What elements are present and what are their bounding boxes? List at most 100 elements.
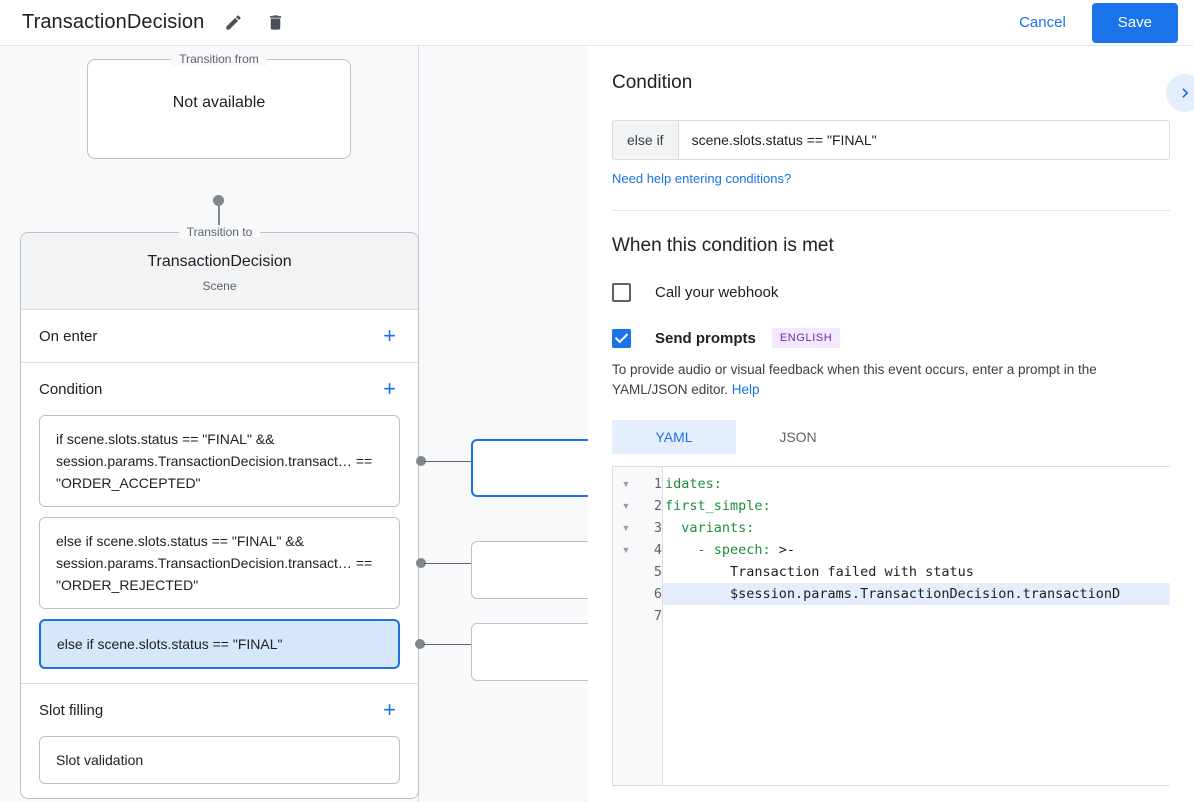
yaml-value-token: >- [770,542,796,558]
condition-connector-dot [416,558,426,568]
editor-line-number: 4 [653,542,662,558]
fold-spacer [613,583,639,605]
tab-yaml[interactable]: YAML [612,420,736,454]
condition-detail-panel: Condition else if Need help entering con… [588,46,1194,802]
target-node-box[interactable] [471,541,588,599]
transition-from-node[interactable]: Transition from Not available [87,52,351,159]
when-condition-met-heading: When this condition is met [612,235,834,256]
condition-chip[interactable]: else if scene.slots.status == "FINAL" &&… [39,517,487,609]
section-on-enter-label: On enter [39,327,98,345]
condition-chip-label: else if scene.slots.status == "FINAL" [57,636,283,652]
connector-dot [213,195,224,206]
section-slot-filling-head: Slot filling + [39,684,400,736]
condition-list: if scene.slots.status == "FINAL" && sess… [39,415,487,669]
yaml-value-token: $session.params.TransactionDecision.tran… [665,586,1121,602]
prompts-description-text: To provide audio or visual feedback when… [612,362,1097,397]
add-on-enter-button[interactable]: + [379,323,400,349]
target-node-box[interactable] [471,623,588,681]
condition-chip[interactable]: else if scene.slots.status == "FINAL" [39,619,486,669]
help-link[interactable]: Help [731,382,760,397]
send-prompts-row: Send prompts ENGLISH [612,328,1170,348]
transition-from-value: Not available [172,94,266,111]
language-badge: ENGLISH [771,328,841,348]
fold-toggle-icon[interactable]: ▼ [621,479,631,489]
editor-code-line[interactable]: idates: [663,473,1170,495]
scene-header[interactable]: TransactionDecision Scene [21,233,418,310]
page-title: TransactionDecision [22,11,205,33]
target-node-box[interactable] [471,439,588,497]
editor-line-number: 2 [653,498,662,514]
yaml-key-token: idates: [665,476,722,492]
editor-line-number: 1 [653,476,662,492]
code-editor[interactable]: ▼ ▼ ▼ ▼ 1 2 3 4 5 6 7 idates: first_simple: varian… [612,466,1170,786]
save-button[interactable]: Save [1091,2,1178,43]
transition-from-legend: Transition from [171,52,267,66]
slot-filling-chip-label: Slot validation [56,752,144,768]
yaml-value-token: Transaction failed with status [665,564,974,580]
call-webhook-label: Call your webhook [655,284,779,301]
condition-prefix-label: else if [613,121,679,159]
editor-line-numbers: 1 2 3 4 5 6 7 [639,467,663,785]
tab-json[interactable]: JSON [736,420,860,454]
prompts-description: To provide audio or visual feedback when… [612,360,1170,400]
scene-type: Scene [202,279,237,293]
fold-toggle-icon[interactable]: ▼ [621,523,631,533]
slot-filling-chip[interactable]: Slot validation [39,736,400,784]
editor-code-line[interactable] [663,605,1170,627]
flow-panel: Transition from Not available Transition… [0,46,588,802]
yaml-key-token: first_simple: [665,498,771,514]
pencil-icon[interactable] [220,10,246,36]
condition-chip-label: else if scene.slots.status == "FINAL" &&… [56,533,373,593]
editor-line-number: 6 [653,586,662,602]
editor-line-number: 3 [653,520,662,536]
condition-chip-label: if scene.slots.status == "FINAL" && sess… [56,431,373,491]
fold-toggle-icon[interactable]: ▼ [621,545,631,555]
when-condition-met-section: When this condition is met Call your web… [588,211,1194,786]
fold-spacer [613,561,639,583]
section-on-enter-head: On enter + [39,310,400,362]
editor-code-line[interactable]: $session.params.TransactionDecision.tran… [663,583,1170,605]
fold-spacer [613,605,639,627]
editor-code-line[interactable]: variants: [663,517,1170,539]
webhook-row: Call your webhook [612,283,1170,302]
pencil-icon-glyph [226,15,241,30]
need-help-conditions-link[interactable]: Need help entering conditions? [612,171,792,186]
section-slot-filling-label: Slot filling [39,701,104,719]
slot-filling-list: Slot validation [39,736,400,784]
call-webhook-checkbox[interactable] [612,283,631,302]
trash-icon-glyph [269,15,281,30]
send-prompts-label: Send prompts [655,329,756,347]
trash-icon[interactable] [262,10,288,36]
cancel-button[interactable]: Cancel [1005,6,1080,39]
add-condition-button[interactable]: + [379,376,400,402]
chevron-right-icon[interactable] [1166,74,1194,112]
section-slot-filling: Slot filling + Slot validation [21,684,418,784]
send-prompts-checkbox[interactable] [612,328,631,348]
section-condition-label: Condition [39,380,103,398]
editor-line-number: 5 [653,564,662,580]
editor-code-line[interactable]: first_simple: [663,495,1170,517]
condition-section: Condition else if Need help entering con… [588,46,1194,211]
condition-input[interactable] [678,121,1169,159]
panel-divider [612,210,1170,211]
yaml-key-token: variants: [665,520,755,536]
editor-code-area[interactable]: idates: first_simple: variants: - speech:… [663,467,1170,785]
section-on-enter: On enter + [21,310,418,363]
condition-input-row: else if [612,120,1170,160]
scene-card: Transition to TransactionDecision Scene … [20,225,487,799]
editor-line-number: 7 [653,608,662,624]
condition-connector-dot [416,456,426,466]
editor-fold-gutter[interactable]: ▼ ▼ ▼ ▼ [613,467,639,785]
top-bar: TransactionDecision Cancel Save [0,0,1194,46]
fold-toggle-icon[interactable]: ▼ [621,501,631,511]
add-slot-filling-button[interactable]: + [379,697,400,723]
condition-heading: Condition [612,72,693,93]
condition-chip[interactable]: if scene.slots.status == "FINAL" && sess… [39,415,487,507]
editor-tabs: YAML JSON [612,420,1170,454]
editor-code-line[interactable]: Transaction failed with status [663,561,1170,583]
section-condition-head: Condition + [39,363,400,415]
editor-code-line[interactable]: - speech: >- [663,539,1170,561]
yaml-key-token: - speech: [665,542,771,558]
condition-connector-dot [415,639,425,649]
